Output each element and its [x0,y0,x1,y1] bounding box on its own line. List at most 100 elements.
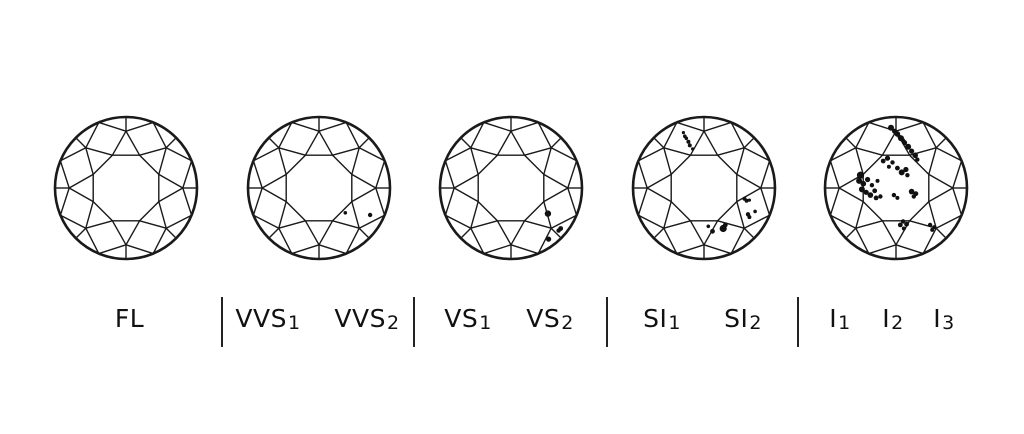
inclusion-dot [915,157,920,162]
grade-label-vs2: VS2 [526,306,574,334]
grade-sub: 1 [838,312,851,334]
inclusion-dot [897,222,903,228]
divider [413,297,415,347]
star-facet [663,201,691,229]
inclusion-dot [880,158,886,164]
grade-sub: 2 [749,312,762,334]
vvs-diamond [246,115,392,261]
star-facet [453,173,479,203]
grade-sub: 2 [386,312,400,334]
inclusion-dot [930,227,935,232]
inclusion-dot [873,195,879,201]
i-diamond [823,115,969,261]
inclusion-dot [544,210,552,217]
inclusion-dot [686,139,691,144]
grade-main: SI [724,304,749,333]
divider [221,297,223,347]
grade-sub: 1 [479,312,492,334]
inclusion-dot [904,221,909,227]
inclusion-dot [898,169,905,176]
inclusion-dot [932,225,937,230]
star-facet [332,201,360,229]
kite-facet [935,227,947,239]
star-facet [111,130,141,156]
grade-sub: 2 [561,312,574,334]
inclusion-dot [683,134,687,138]
inclusion-dot [863,189,869,195]
star-facet [496,130,526,156]
inclusion-dot [367,212,373,218]
inclusion-dot [860,180,867,187]
inclusion-dot [687,143,692,148]
girdle-outline [53,115,199,261]
inclusion-dot [884,155,891,161]
grade-label-i2: I2 [882,304,903,333]
kite-facet [743,227,755,239]
inclusion-dot [742,196,747,201]
star-facet [646,173,672,203]
star-facet [717,147,745,175]
inclusion-dot [897,134,902,139]
grade-label-i1: I1 [829,306,851,334]
kite-facet [75,137,87,149]
kite-facet [653,227,665,239]
kite-facet [165,227,177,239]
inclusion-dot [706,224,711,229]
inclusion-dot [875,178,880,183]
girdle-outline [823,115,969,261]
grade-main: VS [444,304,479,333]
star-facet [304,220,334,246]
inclusion-dot [878,194,883,199]
kite-facet [550,227,562,239]
grade-sub: 1 [287,312,301,334]
grade-label-i3: I3 [933,306,955,334]
inclusion-dot [901,138,906,143]
inclusion-dot [872,188,878,194]
star-facet [278,201,306,229]
table-facet [92,154,160,222]
kite-facet [268,227,280,239]
grade-main: I [882,304,891,333]
inclusion-dot [888,124,894,131]
si-diamond [631,115,777,261]
inclusion-dot [858,186,865,193]
star-facet [928,173,954,203]
divider [797,297,799,347]
girdle-outline [631,115,777,261]
table-facet [477,154,545,222]
inclusion-dot [869,183,875,188]
star-facet [470,147,498,175]
star-facet [855,147,883,175]
star-facet [278,147,306,175]
grade-label-si1: SI1 [643,306,681,333]
inclusion-dot [867,192,874,198]
star-facet [470,201,498,229]
table-facet [862,154,930,222]
inclusion-dot [886,164,891,169]
star-facet [855,201,883,229]
inclusion-dot [900,219,906,224]
table-facet [670,154,738,222]
grade-label-si2: SI2 [724,304,762,334]
table-facet [285,154,353,222]
grade-label-fl: FL [115,306,145,331]
kite-facet [550,137,562,149]
inclusion-dot [865,176,871,183]
kite-facet [743,137,755,149]
grade-sub: 3 [942,312,955,334]
inclusion-dot [890,160,895,165]
inclusion-dot [912,152,918,159]
star-facet [736,173,762,203]
grade-label-vvs2: VVS2 [334,306,400,334]
inclusion-dot [856,171,865,179]
inclusion-dot [905,173,910,178]
inclusion-dot [909,148,915,154]
kite-facet [165,137,177,149]
star-facet [332,147,360,175]
inclusion-dot [908,188,915,195]
inclusion-dot [856,177,863,184]
fl-diamond [53,115,199,261]
inclusion-dot [895,195,900,200]
kite-facet [460,227,472,239]
